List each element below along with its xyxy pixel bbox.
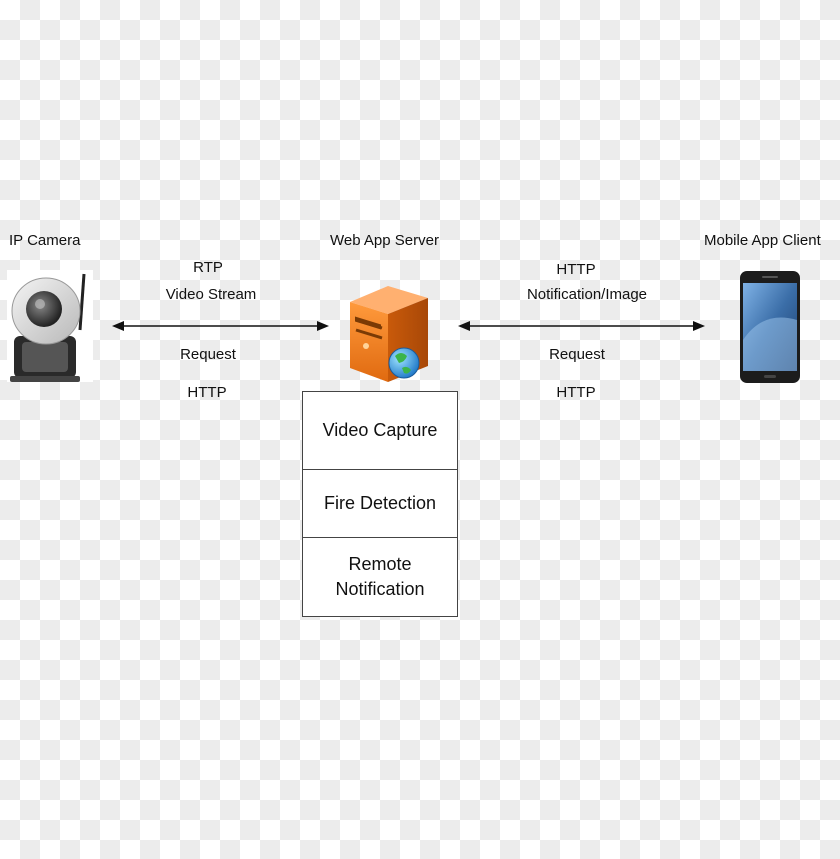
request-label-left: Request <box>180 346 236 363</box>
mobile-app-client-label: Mobile App Client <box>704 232 821 249</box>
ip-camera-label: IP Camera <box>9 232 81 249</box>
video-stream-label: Video Stream <box>165 286 257 303</box>
ip-camera-icon <box>7 270 93 382</box>
rtp-label: RTP <box>193 259 223 276</box>
module-remote-notification: Remote Notification <box>303 538 457 616</box>
arrow-camera-server <box>112 321 329 331</box>
video-capture-label: Video Capture <box>322 420 438 440</box>
notification-label: Notification <box>335 579 425 599</box>
remote-label: Remote <box>348 554 412 574</box>
server-icon <box>350 286 428 382</box>
request-label-right: Request <box>549 346 605 363</box>
web-app-server-label: Web App Server <box>330 232 439 249</box>
module-fire-detection: Fire Detection <box>303 470 457 538</box>
server-modules-stack: Video Capture Fire Detection Remote Noti… <box>302 391 458 617</box>
notification-image-label: Notification/Image <box>526 286 648 303</box>
http-label-bottom-right: HTTP <box>556 384 596 401</box>
http-label-left: HTTP <box>187 384 227 401</box>
http-label-top-right: HTTP <box>556 261 596 278</box>
mobile-phone-icon <box>740 271 800 383</box>
module-video-capture: Video Capture <box>303 392 457 470</box>
fire-detection-label: Fire Detection <box>323 493 437 513</box>
arrow-server-mobile <box>458 321 705 331</box>
